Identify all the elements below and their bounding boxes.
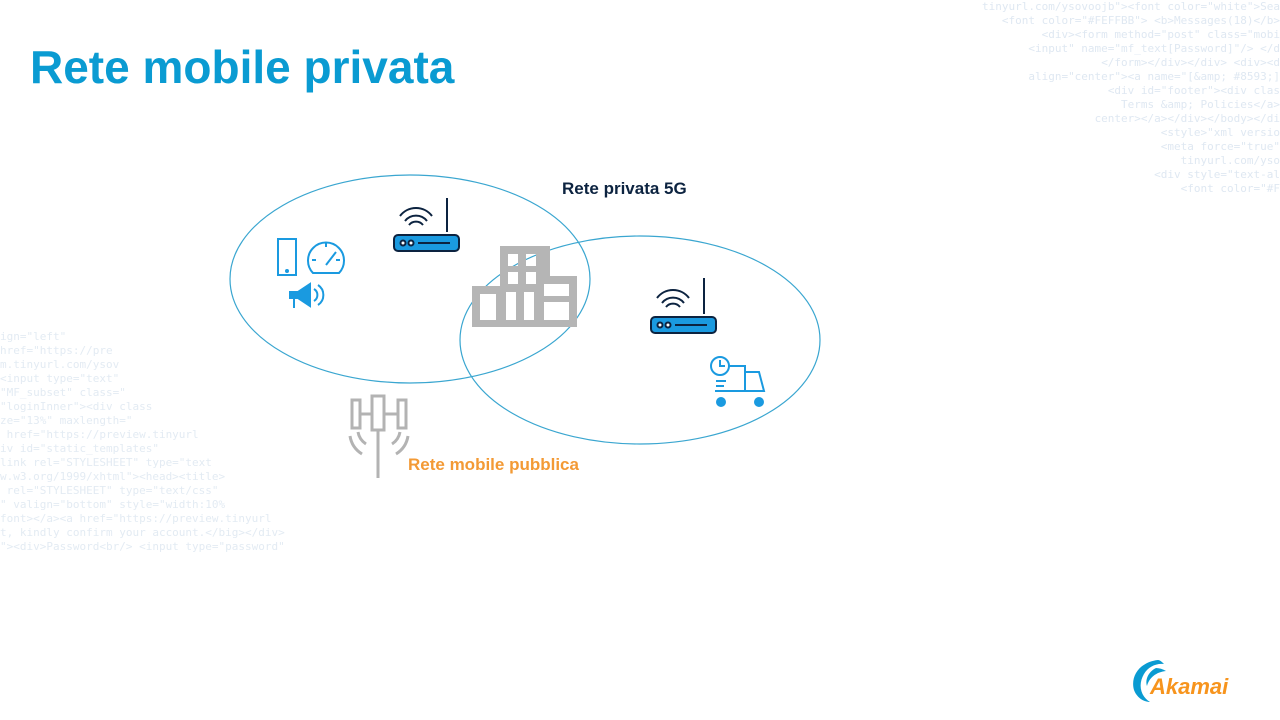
- slide-title: Rete mobile privata: [30, 41, 455, 93]
- public-mobile-network-label: Rete mobile pubblica: [408, 455, 579, 474]
- private-network-ellipse-left: [229, 174, 591, 384]
- private-5g-network-label: Rete privata 5G: [562, 179, 687, 198]
- code-watermark-right: tinyurl.com/ysovoojb"><font color="white…: [981, 0, 1280, 195]
- smartphone-icon: [277, 238, 297, 276]
- building-icon: [472, 246, 577, 327]
- router-icon: [393, 198, 460, 252]
- private-network-ellipse-right: [459, 235, 821, 445]
- akamai-logo-text: Akamai: [1150, 674, 1229, 699]
- router-icon: [650, 278, 717, 334]
- speedometer-icon: [307, 241, 345, 274]
- code-watermark-left: ign="left" href="https://pre m.tinyurl.c…: [0, 330, 285, 553]
- akamai-logo: [1133, 660, 1166, 702]
- delivery-cart-icon: [710, 356, 766, 407]
- cell-tower-icon: [348, 394, 410, 478]
- megaphone-icon: [289, 282, 325, 308]
